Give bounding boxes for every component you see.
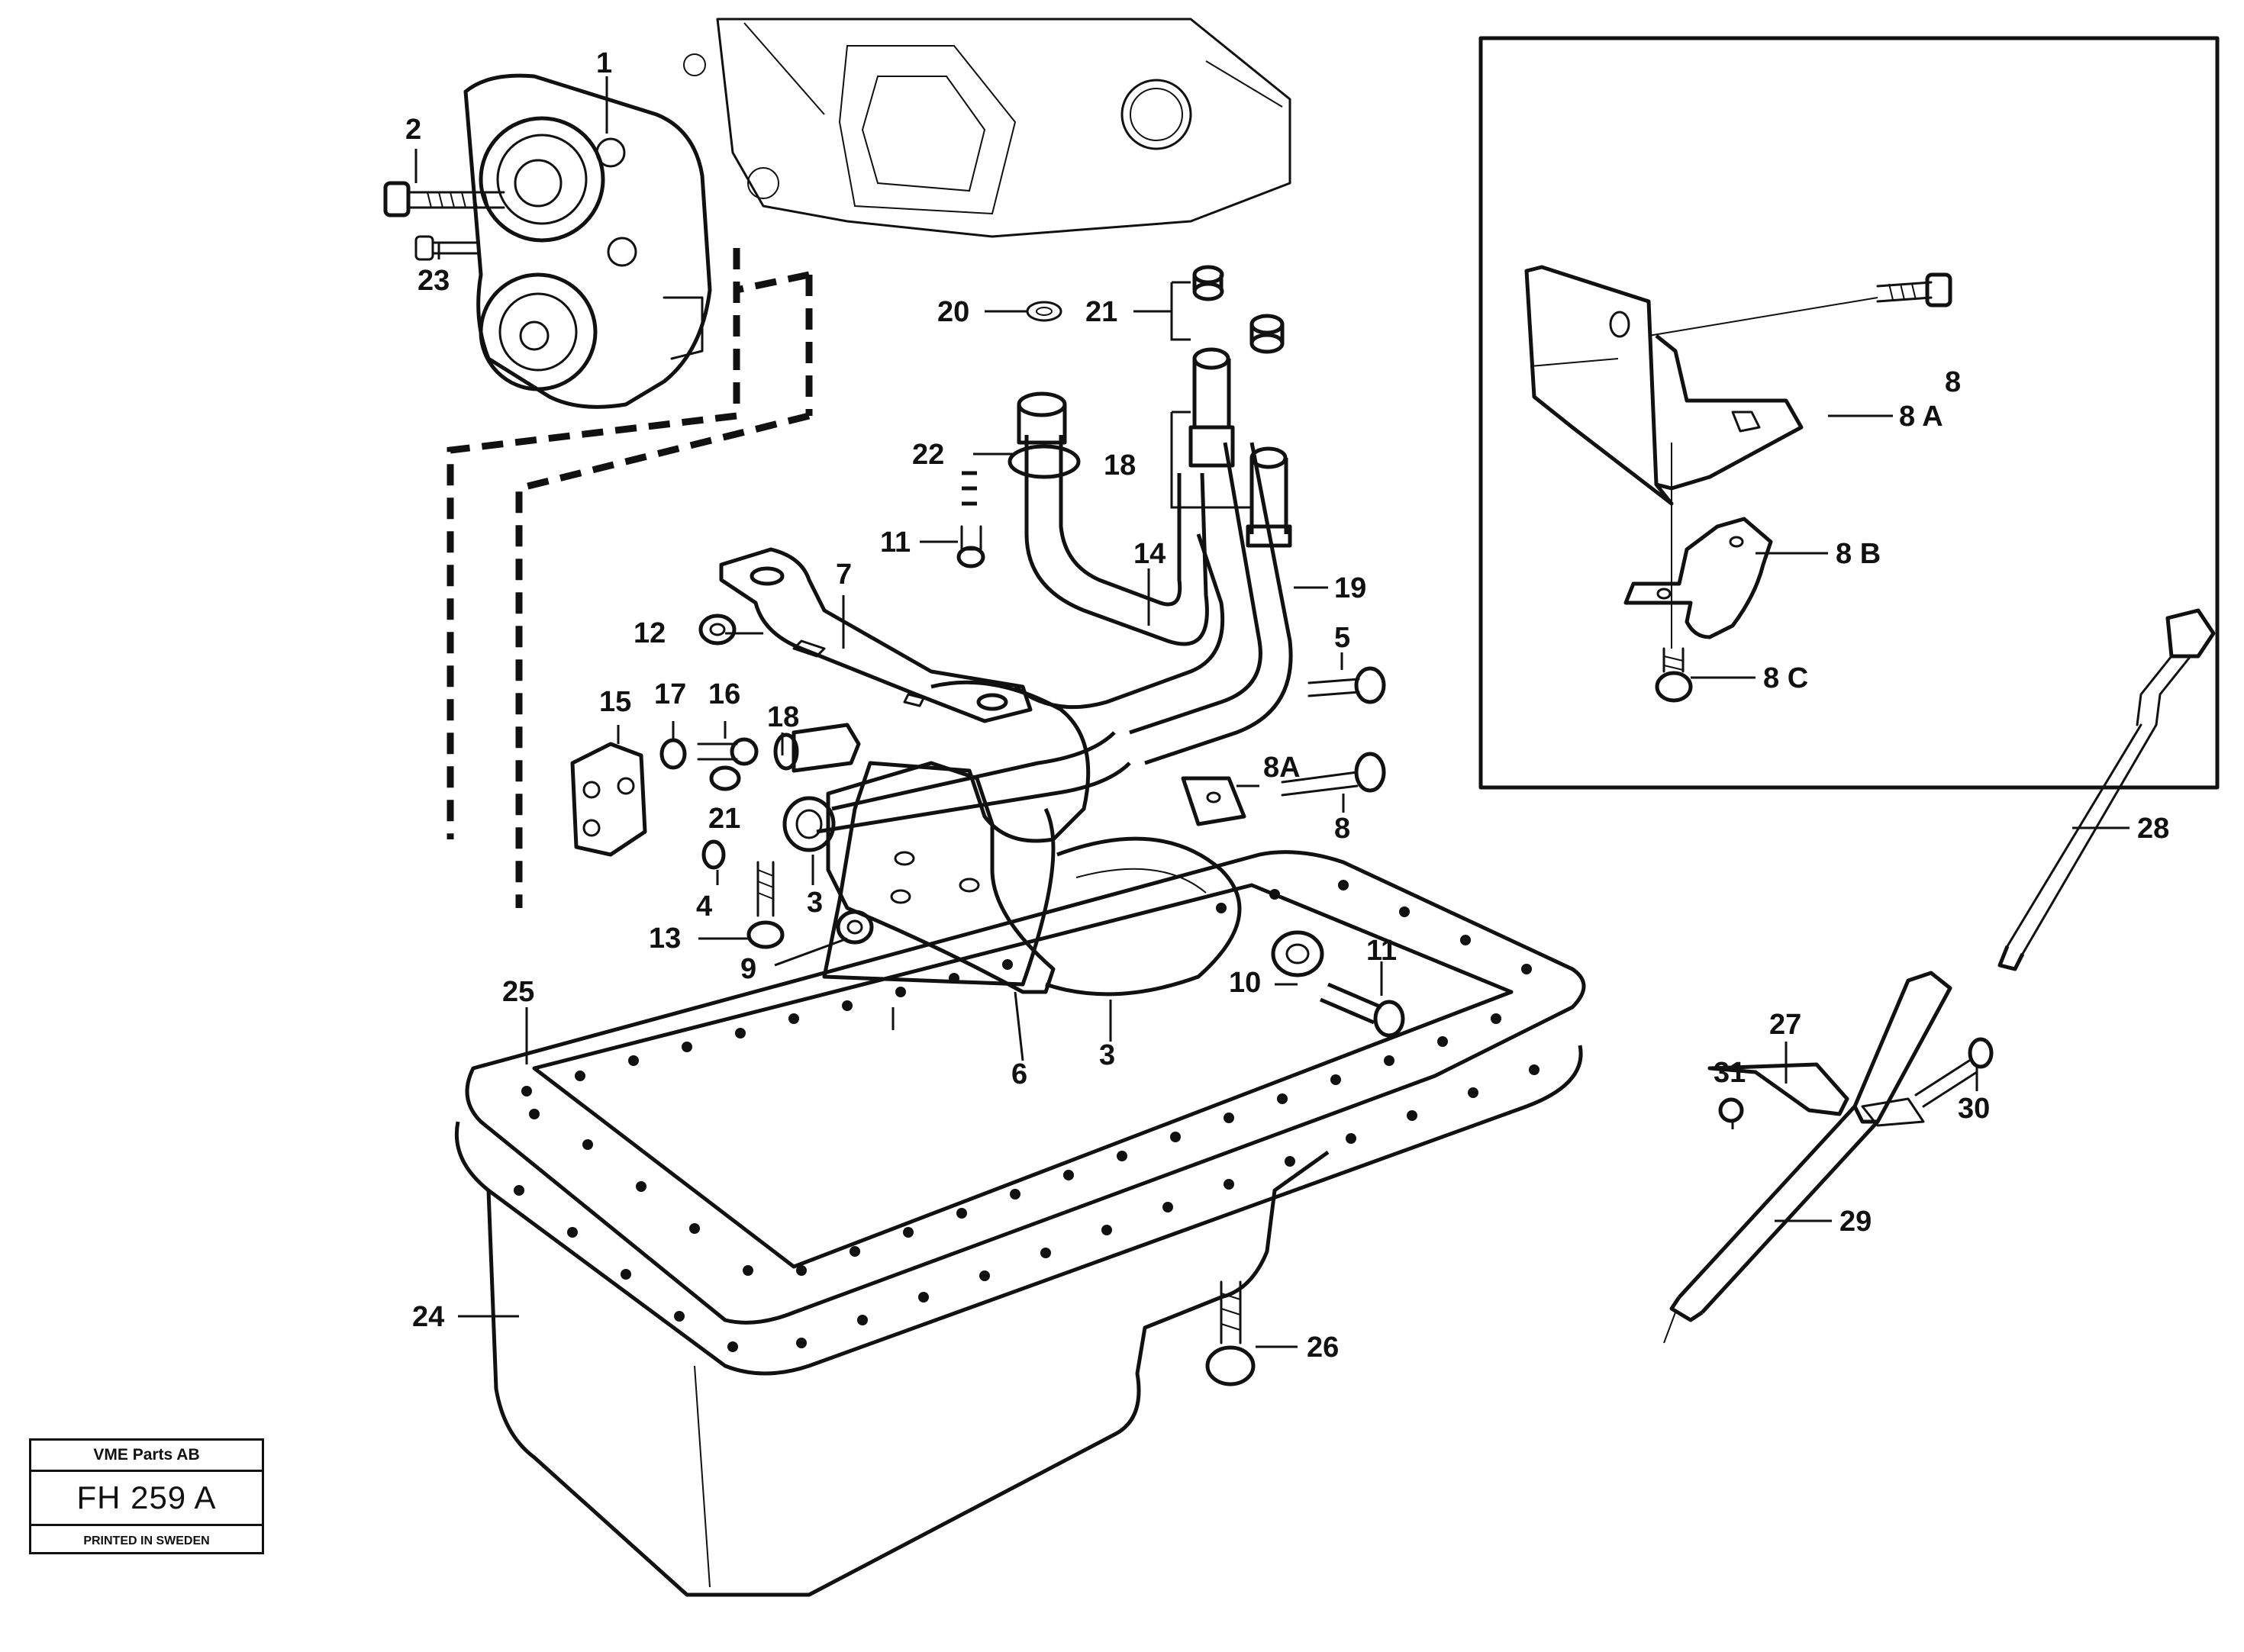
bolt [383, 181, 505, 217]
callout-13: 13 [649, 923, 681, 955]
callout-10: 10 [1229, 967, 1261, 999]
callout-22: 22 [912, 439, 944, 471]
callout-5: 5 [1334, 622, 1350, 654]
callout-9: 9 [740, 953, 756, 985]
callout-26: 26 [1307, 1332, 1339, 1364]
sump-holes [514, 880, 1540, 1352]
callout-labels: 1 2 23 20 21 22 18 11 14 19 7 12 5 15 17… [405, 47, 2169, 1364]
callout-21: 21 [1085, 296, 1117, 328]
callout-11: 11 [880, 527, 911, 559]
callout-7: 7 [836, 559, 852, 591]
detail-inset [1478, 36, 2220, 790]
callout-4: 4 [696, 890, 712, 923]
callout-15: 15 [599, 686, 631, 718]
callout-8: 8 [1334, 813, 1350, 845]
callout-3: 3 [1099, 1039, 1115, 1071]
leader-lines [414, 76, 2130, 1348]
callout-21-left: 21 [708, 803, 740, 835]
callout-19: 19 [1334, 572, 1366, 604]
callout-18-left: 18 [767, 701, 799, 733]
dipstick [1663, 608, 2216, 1344]
company-name: VME Parts AB [31, 1441, 262, 1472]
callout-8A: 8A [1263, 752, 1301, 784]
screw [414, 235, 479, 261]
printed-note: PRINTED IN SWEDEN [83, 1534, 210, 1547]
callout-11-right: 11 [1366, 935, 1397, 967]
callout-3-left: 3 [807, 887, 823, 919]
title-block: VME Parts AB FH 259 A PRINTED IN SWEDEN [29, 1438, 264, 1554]
callout-25: 25 [502, 976, 534, 1008]
oil-pipes [816, 435, 1293, 834]
fittings [956, 265, 1292, 568]
oil-sump [454, 850, 1586, 1597]
dashed-outline [447, 248, 813, 908]
left-fittings [570, 613, 874, 949]
callout-28: 28 [2137, 813, 2169, 845]
drawing-code: FH 259 A [31, 1472, 262, 1526]
callout-8C-inset: 8 C [1763, 662, 1808, 694]
callout-27: 27 [1769, 1009, 1801, 1041]
callout-18: 18 [1104, 449, 1136, 481]
callout-16: 16 [708, 678, 740, 710]
callout-23: 23 [418, 265, 450, 297]
callout-2: 2 [405, 114, 421, 146]
engine-block [683, 18, 1291, 238]
callout-20: 20 [937, 296, 969, 328]
callout-8B-inset: 8 B [1836, 538, 1881, 570]
callout-24: 24 [412, 1301, 444, 1333]
callout-17: 17 [654, 678, 686, 710]
callout-1: 1 [596, 47, 612, 79]
callout-8A-inset: 8 A [1899, 401, 1943, 433]
callout-12: 12 [634, 617, 666, 649]
callout-30: 30 [1958, 1093, 1990, 1125]
suction-strainer [822, 680, 1246, 997]
callout-29: 29 [1839, 1206, 1872, 1238]
bolts-right [1281, 666, 1386, 797]
bracket [719, 547, 1033, 723]
callout-8-inset: 8 [1945, 366, 1961, 398]
callout-6: 6 [1011, 1058, 1027, 1090]
fitting-10 [1271, 930, 1405, 1038]
oil-pump [463, 73, 712, 409]
callout-31: 31 [1714, 1057, 1746, 1089]
callout-14: 14 [1133, 538, 1166, 570]
